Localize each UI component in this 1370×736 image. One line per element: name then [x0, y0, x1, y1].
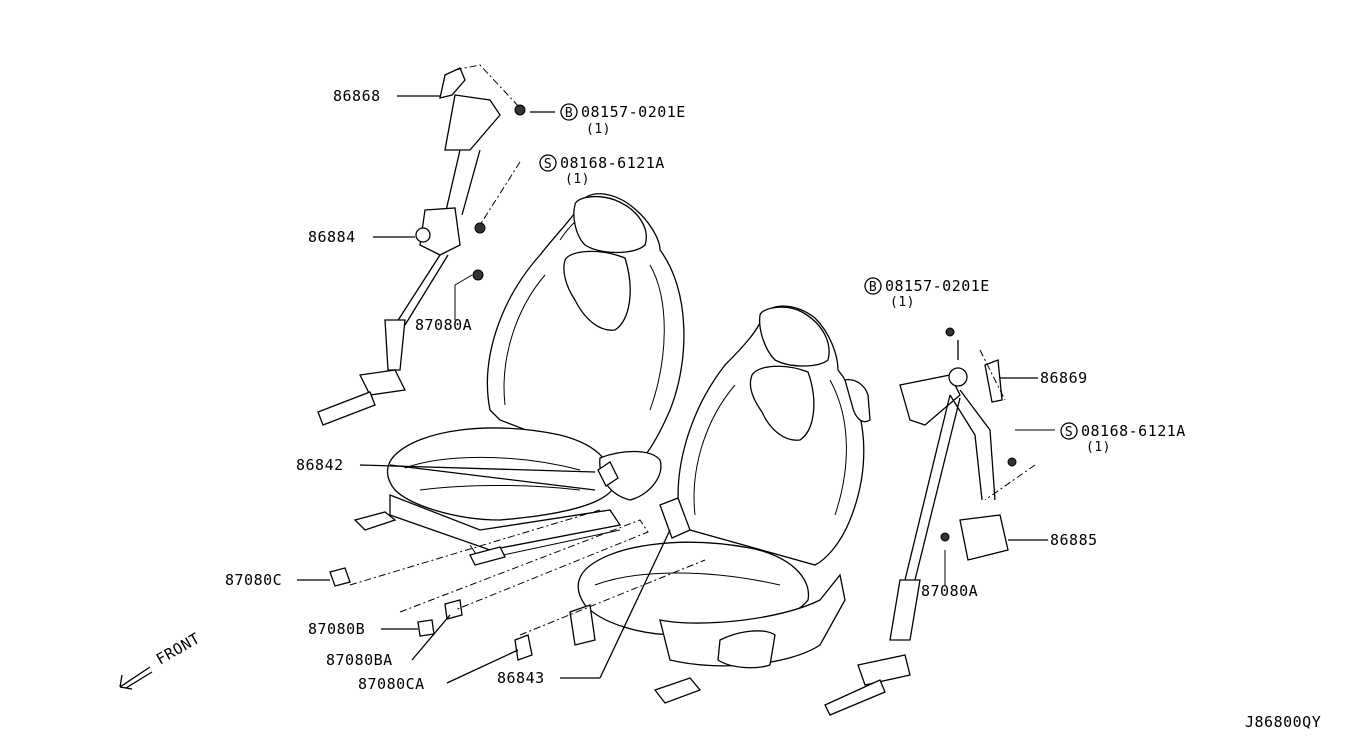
front-label: FRONT — [153, 629, 203, 668]
label-86868: 86868 — [333, 87, 381, 105]
drawing-code: J86800QY — [1245, 713, 1321, 731]
label-87080ba: 87080BA — [326, 651, 393, 669]
bolt-symbol-right: B — [864, 277, 882, 295]
label-87080b: 87080B — [308, 620, 365, 638]
svg-text:S: S — [544, 157, 552, 172]
svg-text:B: B — [869, 280, 877, 295]
screw-symbol-top: S — [539, 154, 557, 172]
label-86843: 86843 — [497, 669, 545, 687]
leader-lines — [297, 64, 1055, 684]
label-08157-right: 08157-0201E — [885, 277, 990, 295]
right-seat-belt-assembly — [824, 327, 1017, 716]
label-87080a-right: 87080A — [921, 582, 978, 600]
small-parts — [329, 567, 533, 661]
label-08168-right: 08168-6121A — [1081, 422, 1186, 440]
bolt-symbol-top: B — [560, 103, 578, 121]
label-08168-right-qty: (1) — [1086, 440, 1111, 455]
front-arrow-icon — [119, 666, 153, 690]
left-seat — [353, 193, 685, 566]
label-08168-top-qty: (1) — [565, 172, 590, 187]
label-08157-top-qty: (1) — [586, 122, 611, 137]
label-86884: 86884 — [308, 228, 356, 246]
svg-text:B: B — [565, 106, 573, 121]
screw-symbol-right: S — [1060, 422, 1078, 440]
left-seat-belt-assembly — [317, 67, 526, 426]
label-08157-right-qty: (1) — [890, 295, 915, 310]
label-86842: 86842 — [296, 456, 344, 474]
label-87080c: 87080C — [225, 571, 282, 589]
label-86869: 86869 — [1040, 369, 1088, 387]
label-08157-top: 08157-0201E — [581, 103, 686, 121]
label-87080a-left: 87080A — [415, 316, 472, 334]
label-87080ca: 87080CA — [358, 675, 425, 693]
svg-text:S: S — [1065, 425, 1073, 440]
label-86885: 86885 — [1050, 531, 1098, 549]
right-seat — [569, 305, 871, 704]
label-08168-top: 08168-6121A — [560, 154, 665, 172]
